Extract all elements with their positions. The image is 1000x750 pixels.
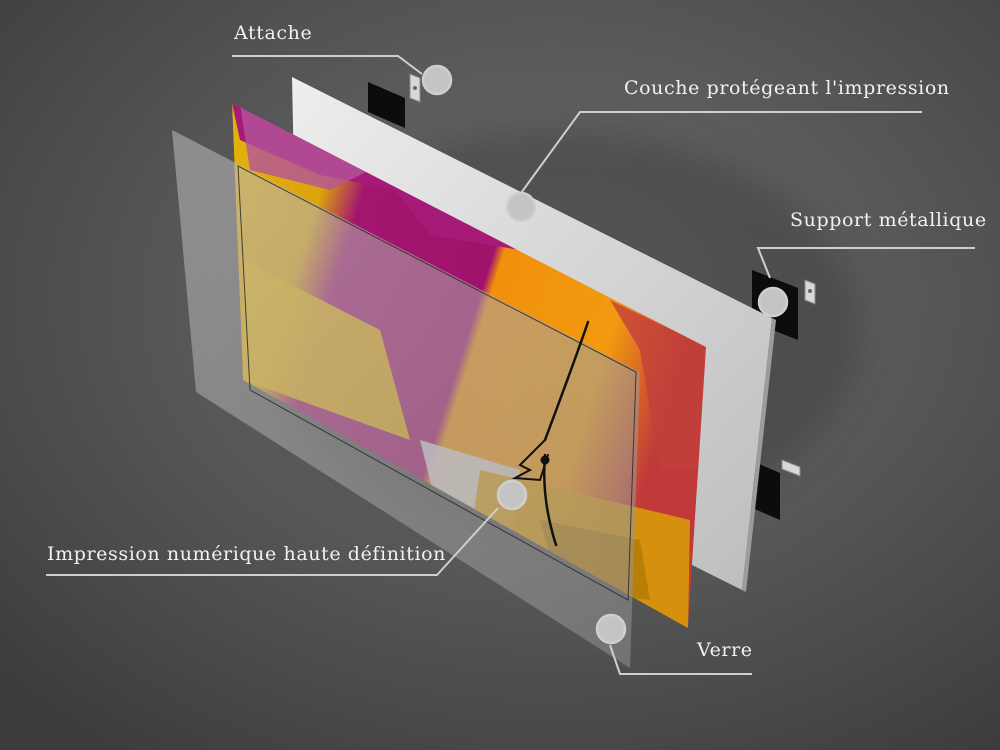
clock-hands-icon <box>511 320 590 547</box>
leader-line-impression <box>46 507 499 576</box>
metal-support-top <box>368 82 405 128</box>
protective-layer-edge <box>742 318 776 592</box>
glass-inner-frame <box>237 165 637 601</box>
glass-panel <box>172 130 640 668</box>
callout-marker-impression <box>496 479 528 511</box>
label-metal-support: Support métallique <box>790 209 987 231</box>
leader-line-attache <box>232 55 423 75</box>
callout-marker-support <box>757 286 789 318</box>
leader-lines <box>46 55 975 675</box>
label-glass: Verre <box>697 639 753 661</box>
label-hd-print: Impression numérique haute définition <box>47 543 447 565</box>
label-protective-layer: Couche protégeant l'impression <box>624 77 950 99</box>
hanging-clip-icon <box>781 459 801 477</box>
callout-markers <box>421 64 789 645</box>
leader-line-support <box>756 247 975 279</box>
callout-marker-attache <box>421 64 453 96</box>
hanging-clip-icon <box>804 279 816 305</box>
label-attache: Attache <box>234 22 313 44</box>
callout-marker-couche <box>505 191 537 223</box>
hanging-clip-icon <box>409 73 421 103</box>
callout-marker-verre <box>595 613 627 645</box>
leader-line-verre <box>609 644 752 675</box>
leader-line-couche <box>520 111 922 194</box>
